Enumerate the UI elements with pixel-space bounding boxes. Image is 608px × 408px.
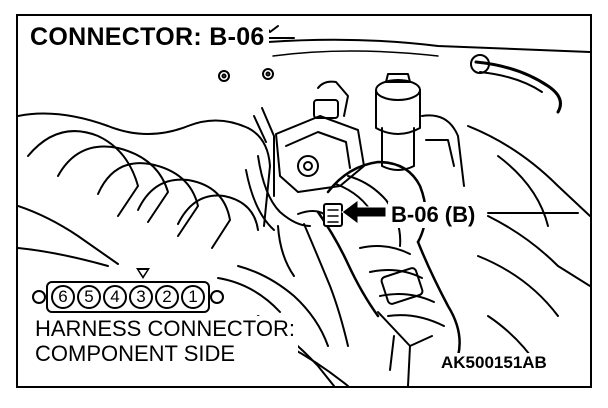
triangle-down-icon (136, 268, 150, 279)
hood-edge (267, 38, 590, 53)
right-structure (467, 125, 590, 367)
bolt-1 (218, 70, 230, 82)
diagram-title: CONNECTOR: B-06 (26, 22, 269, 52)
hose-top-right-inner (479, 71, 543, 93)
reservoir (375, 73, 465, 187)
caption-line-1: HARNESS CONNECTOR: (35, 316, 295, 341)
connector-b06-drawing (297, 203, 349, 347)
pin-4: 4 (103, 285, 127, 309)
connector-caption: HARNESS CONNECTOR: COMPONENT SIDE (32, 316, 298, 366)
hood-panel (272, 50, 439, 57)
pin-6: 6 (51, 285, 75, 309)
bolt-2 (262, 68, 274, 80)
bolt-1-center (221, 73, 227, 79)
pin-5: 5 (77, 285, 101, 309)
bolt-2-center (265, 71, 271, 77)
harness-connector-pinout: 6 5 4 3 2 1 (32, 281, 224, 313)
caption-line-2: COMPONENT SIDE (35, 341, 236, 366)
pin-1: 1 (181, 285, 205, 309)
hose-fitting (470, 54, 490, 74)
pin-3: 3 (129, 285, 153, 309)
hose-top-right (474, 60, 562, 114)
throttle-body (253, 80, 365, 197)
connector-latch-left (32, 290, 46, 304)
figure-code: AK500151AB (438, 353, 550, 373)
pin-row: 6 5 4 3 2 1 (46, 281, 210, 313)
connector-latch-right (210, 290, 224, 304)
intake-manifold (18, 112, 271, 267)
connector-callout-label: B-06 (B) (388, 202, 479, 228)
pin-2: 2 (155, 285, 179, 309)
diagram-frame: CONNECTOR: B-06 B-06 (B) 6 5 4 3 2 1 HAR… (16, 14, 592, 388)
arrow-left-icon (341, 199, 387, 225)
